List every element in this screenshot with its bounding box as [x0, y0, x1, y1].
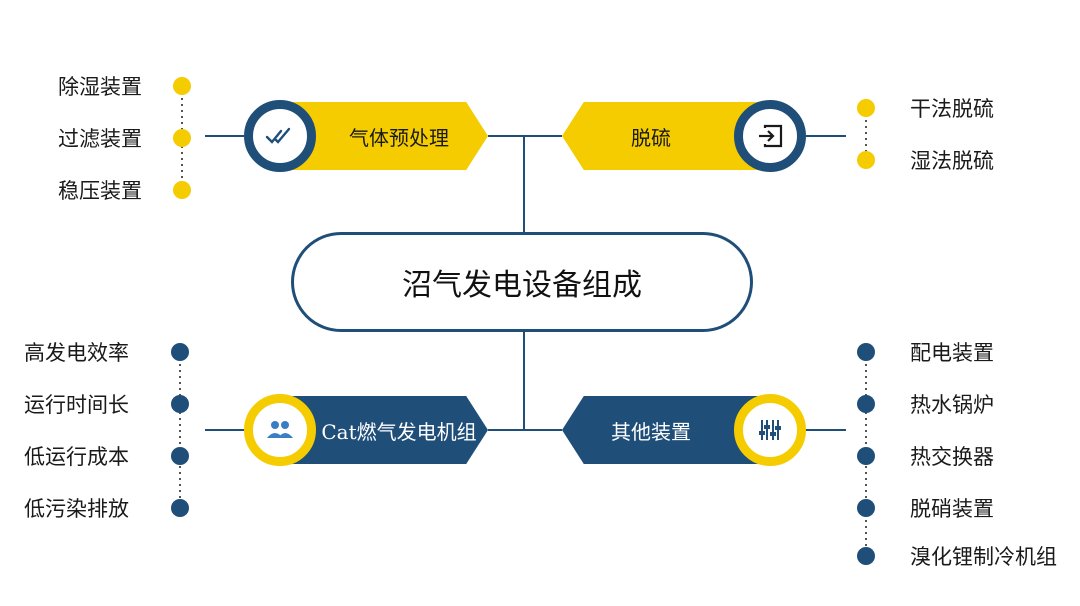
list-item: 热水锅炉: [910, 393, 994, 417]
module-desulfurization: 脱硫: [562, 100, 806, 172]
bullet-dot: [173, 129, 191, 147]
list-item: 热交换器: [910, 445, 994, 469]
equalizer-icon: [759, 420, 781, 440]
list-item: 溴化锂制冷机组: [910, 545, 1057, 569]
list-item: 稳压装置: [58, 179, 142, 203]
module-label: 其他装置: [611, 419, 691, 444]
people-icon: [267, 421, 293, 438]
list-item: 除湿装置: [58, 75, 142, 99]
bullet-dot: [857, 99, 875, 117]
bullet-dot: [857, 395, 875, 413]
bullet-dot: [171, 499, 189, 517]
list-item: 干法脱硫: [910, 97, 994, 121]
bullet-dot: [171, 395, 189, 413]
bullet-dot: [173, 77, 191, 95]
list-item: 高发电效率: [24, 341, 129, 365]
bullet-dot: [857, 447, 875, 465]
bullet-dot: [171, 343, 189, 361]
list-item: 过滤装置: [58, 127, 142, 151]
list-item: 低污染排放: [24, 497, 129, 521]
module-label: 气体预处理: [349, 125, 449, 150]
module-label: Cat燃气发电机组: [321, 419, 477, 444]
bullet-dot: [857, 499, 875, 517]
bullet-dot: [857, 343, 875, 361]
module-other-equipment: 其他装置: [562, 394, 806, 466]
center-title-box: 沼气发电设备组成: [291, 232, 753, 332]
bullet-dot: [857, 547, 875, 565]
list-item: 配电装置: [910, 341, 994, 365]
bullet-dot: [173, 181, 191, 199]
list-item: 脱硝装置: [910, 497, 994, 521]
list-item: 低运行成本: [24, 445, 129, 469]
module-label: 脱硫: [631, 125, 671, 150]
module-gas-pretreatment: 气体预处理: [244, 100, 488, 172]
bullet-dot: [857, 151, 875, 169]
list-item: 运行时间长: [24, 393, 129, 417]
bullet-dot: [171, 447, 189, 465]
list-item: 湿法脱硫: [910, 149, 994, 173]
login-icon: [759, 124, 783, 148]
module-cat-generator: Cat燃气发电机组: [244, 394, 488, 466]
center-title: 沼气发电设备组成: [402, 268, 642, 303]
double-check-icon: [265, 127, 291, 144]
